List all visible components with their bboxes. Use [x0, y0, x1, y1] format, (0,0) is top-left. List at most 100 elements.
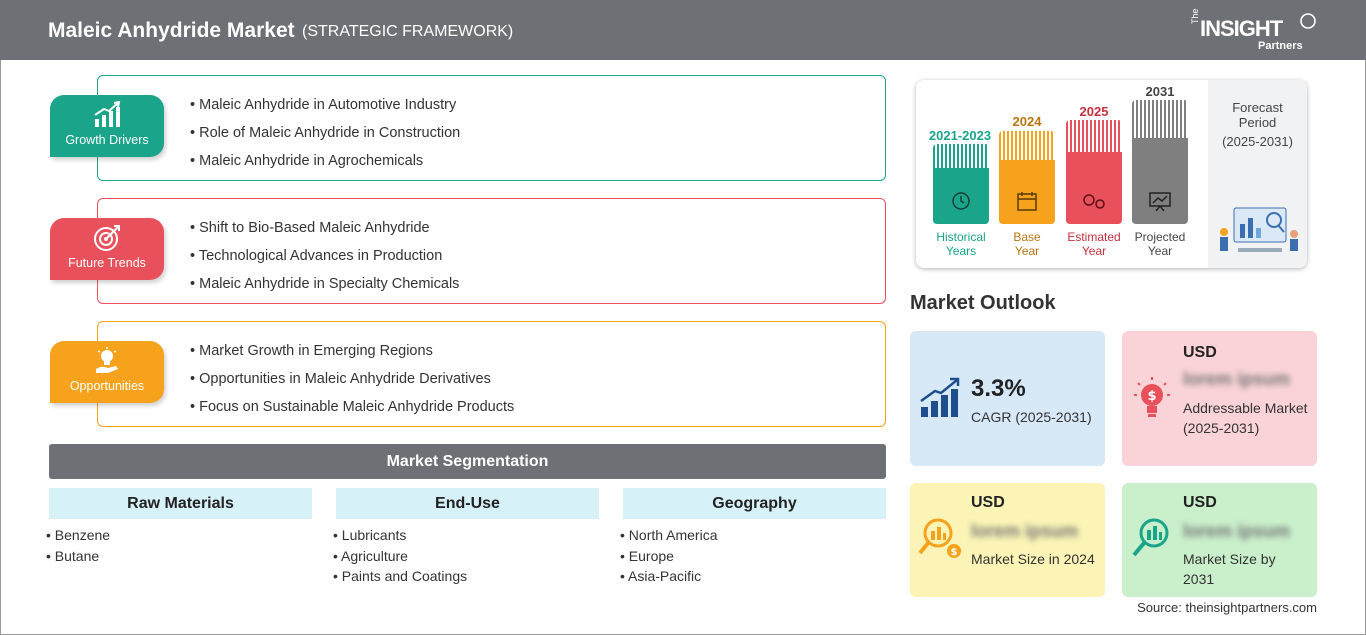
historical-label-line1: Historical — [936, 230, 986, 244]
segment-heading: Raw Materials — [49, 488, 312, 519]
list-item: Paints and Coatings — [333, 568, 599, 589]
projected-label-line2: Year — [1147, 244, 1173, 258]
list-item: Lubricants — [333, 527, 599, 548]
base-year: 2024 — [1012, 114, 1042, 129]
list-item: Focus on Sustainable Maleic Anhydride Pr… — [190, 396, 514, 424]
magnifier-chart-dollar-icon: $ — [918, 518, 961, 558]
opportunities-card: Market Growth in Emerging Regions Opport… — [97, 321, 886, 427]
list-item: Role of Maleic Anhydride in Construction — [190, 122, 460, 150]
estimated-bar — [1066, 120, 1122, 224]
projected-bar — [1132, 100, 1188, 224]
header-bar: Maleic Anhydride Market (STRATEGIC FRAME… — [0, 0, 1366, 60]
logo-insight: INSIGHT — [1200, 16, 1283, 41]
list-item: Butane — [46, 548, 312, 569]
list-item: Benzene — [46, 527, 312, 548]
addressable-currency: USD — [1183, 344, 1217, 361]
estimated-label-line2: Year — [1081, 244, 1107, 258]
market-outlook-title: Market Outlook — [910, 292, 1056, 314]
page-title: Maleic Anhydride Market — [48, 19, 295, 42]
page-subtitle: (STRATEGIC FRAMEWORK) — [302, 23, 514, 40]
target-icon — [94, 225, 120, 251]
list-item: Europe — [620, 548, 886, 569]
size-2024-label: Market Size in 2024 — [971, 551, 1095, 567]
logo-arc-icon — [1300, 13, 1316, 29]
lightbulb-hand-icon — [96, 347, 118, 373]
list-item: Maleic Anhydride in Agrochemicals — [190, 150, 460, 178]
svg-text:$: $ — [951, 547, 958, 558]
estimated-year: 2025 — [1079, 104, 1109, 119]
list-item: Agriculture — [333, 548, 599, 569]
presentation-board-icon — [1149, 192, 1171, 212]
projected-year: 2031 — [1145, 84, 1175, 99]
source-credit[interactable]: Source: theinsightpartners.com — [1137, 600, 1317, 615]
addressable-value-redacted: lorem ipsum — [1183, 369, 1291, 389]
size-2031-currency: USD — [1183, 494, 1217, 511]
size-2024-currency: USD — [971, 494, 1005, 511]
future-trends-badge: Future Trends — [50, 218, 164, 280]
future-trends-list: Shift to Bio-Based Maleic Anhydride Tech… — [190, 217, 460, 301]
size-2024-value-redacted: lorem ipsum — [971, 521, 1079, 541]
forecast-period-panel: Forecast Period (2025-2031) — [1208, 80, 1307, 268]
analyst-team-dashboard-icon — [1220, 207, 1298, 252]
segment-geography: Geography North America Europe Asia-Paci… — [623, 488, 886, 589]
logo-the: The — [1190, 8, 1200, 24]
cagr-label: CAGR (2025-2031) — [971, 409, 1092, 425]
size-2031-value-redacted: lorem ipsum — [1183, 521, 1291, 541]
base-label-line2: Year — [1014, 244, 1040, 258]
opportunities-badge: Opportunities — [50, 341, 164, 403]
bar-chart-growth-icon — [94, 101, 121, 127]
segment-heading: End-Use — [336, 488, 599, 519]
estimated-label-line1: Estimated — [1067, 230, 1121, 244]
insight-partners-logo[interactable]: The INSIGHT Partners — [1190, 8, 1320, 54]
growth-drivers-list: Maleic Anhydride in Automotive Industry … — [190, 94, 460, 178]
cagr-box: 3.3% CAGR (2025-2031) — [910, 331, 1105, 466]
growth-drivers-label: Growth Drivers — [65, 133, 149, 147]
list-item: Maleic Anhydride in Specialty Chemicals — [190, 273, 459, 301]
historical-label-line2: Years — [945, 244, 977, 258]
growth-drivers-badge: Growth Drivers — [50, 95, 164, 157]
historical-bar — [933, 144, 989, 224]
future-trends-label: Future Trends — [68, 256, 146, 270]
forecast-line1: Forecast — [1232, 100, 1283, 115]
opportunities-list: Market Growth in Emerging Regions Opport… — [190, 340, 514, 424]
growth-chart-arrow-icon — [920, 377, 960, 417]
market-segmentation-header: Market Segmentation — [49, 444, 886, 479]
clock-history-icon — [952, 192, 970, 210]
list-item: Technological Advances in Production — [190, 245, 459, 273]
market-size-2031-box: USD lorem ipsum Market Size by 2031 — [1122, 483, 1317, 597]
forecast-line3: (2025-2031) — [1222, 134, 1293, 149]
list-item: North America — [620, 527, 886, 548]
addressable-label: Addressable Market (2025-2031) — [1183, 400, 1308, 436]
svg-text:$: $ — [1147, 389, 1156, 404]
forecast-period-text: Forecast Period (2025-2031) — [1208, 100, 1307, 149]
magnifier-chart-icon — [1132, 518, 1169, 557]
future-trends-card: Shift to Bio-Based Maleic Anhydride Tech… — [97, 198, 886, 304]
addressable-market-box: $ USD lorem ipsum Addressable Market (20… — [1122, 331, 1317, 466]
lightbulb-dollar-icon: $ — [1134, 377, 1170, 417]
list-item: Shift to Bio-Based Maleic Anhydride — [190, 217, 459, 245]
base-bar — [999, 131, 1055, 224]
segment-raw-materials: Raw Materials Benzene Butane — [49, 488, 312, 568]
projected-label-line1: Projected — [1134, 230, 1186, 244]
logo-partners: Partners — [1258, 40, 1303, 52]
list-item: Maleic Anhydride in Automotive Industry — [190, 94, 460, 122]
calendar-icon — [1017, 192, 1037, 211]
cagr-value: 3.3% — [971, 375, 1026, 402]
gear-analytics-icon — [1083, 194, 1105, 209]
size-2031-label: Market Size by 2031 — [1183, 551, 1276, 587]
list-item: Asia-Pacific — [620, 568, 886, 589]
base-label-line1: Base — [1013, 230, 1041, 244]
opportunities-label: Opportunities — [69, 379, 145, 393]
market-size-2024-box: $ USD lorem ipsum Market Size in 2024 — [910, 483, 1105, 597]
growth-drivers-card: Maleic Anhydride in Automotive Industry … — [97, 75, 886, 181]
forecast-line2: Period — [1238, 115, 1277, 130]
segment-end-use: End-Use Lubricants Agriculture Paints an… — [336, 488, 599, 589]
list-item: Market Growth in Emerging Regions — [190, 340, 514, 368]
historical-year: 2021-2023 — [928, 128, 992, 143]
segment-heading: Geography — [623, 488, 886, 519]
